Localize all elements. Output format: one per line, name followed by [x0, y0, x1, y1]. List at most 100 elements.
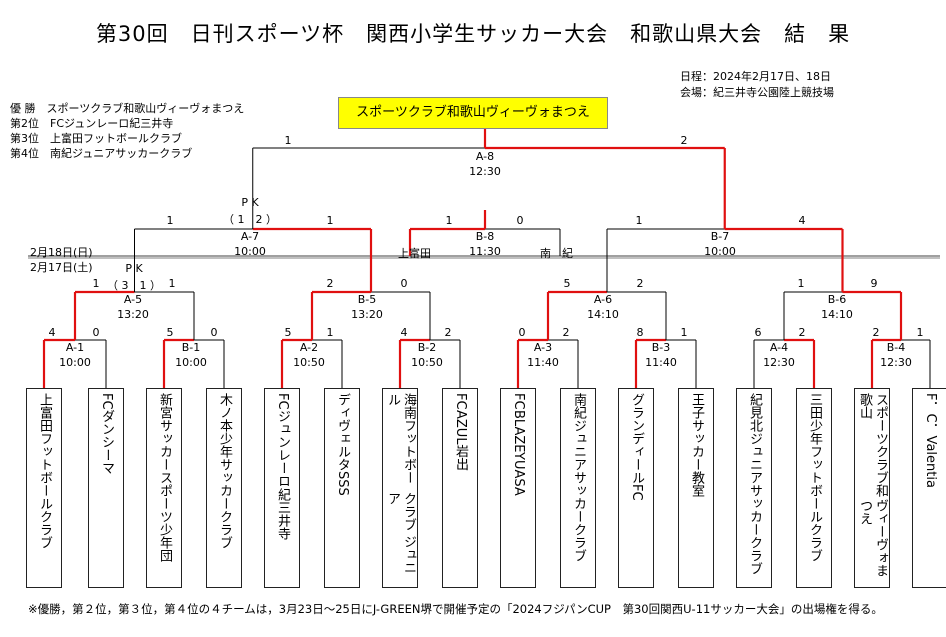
semi-a7-time: 10:00 [234, 245, 266, 258]
team-name: F．C．Valentia [923, 393, 938, 488]
ranking-1: 優 勝 スポーツクラブ和歌山ヴィーヴォまつえ [10, 102, 245, 115]
schedule-dates: 日程：2024年2月17日、18日 [680, 70, 831, 83]
team-box: F．C．Valentia [912, 388, 946, 588]
final-time: 12:30 [469, 165, 501, 178]
r1-b2-time: 10:50 [411, 356, 443, 369]
quarter-a5-score-right: 1 [168, 277, 176, 290]
quarter-a6-score-right: 2 [636, 277, 644, 290]
venue: 会場：紀三井寺公園陸上競技場 [680, 86, 834, 99]
quarter-b5-label: B-5 [357, 293, 377, 306]
team-name: 新宮サッカースポーツ少年団 [157, 393, 172, 562]
semi-b7-label: B-7 [710, 230, 730, 243]
r1-a3-score-right: 2 [562, 326, 570, 339]
team-name: 海南フットボールクラブ ジュニア [385, 393, 416, 575]
semi-a7-score-left: 1 [166, 214, 174, 227]
semi-a7-pk-score: （ 1 2 ） [223, 213, 277, 226]
r1-b4-label: B-4 [886, 341, 906, 354]
team-name: 南紀ジュニアサッカークラブ [571, 393, 586, 562]
team-box: 紀見北ジュニアサッカークラブ [736, 388, 772, 588]
date-day2: 2月18日(日) [30, 246, 93, 259]
team-name: 上富田フットボールクラブ [37, 393, 52, 549]
team-box: FCジュンレーロ紀三井寺 [264, 388, 300, 588]
third-label: B-8 [475, 230, 495, 243]
third-score-left: 1 [445, 214, 453, 227]
final-score-left: 1 [284, 134, 292, 147]
team-name: スポーツクラブ和歌山ヴィーヴォまつえ [857, 393, 888, 577]
r1-b1-score-right: 0 [210, 326, 218, 339]
semi-a7-label: A-7 [240, 230, 260, 243]
date-day1: 2月17日(土) [30, 261, 93, 274]
r1-b1-label: B-1 [181, 341, 201, 354]
team-box: 南紀ジュニアサッカークラブ [560, 388, 596, 588]
r1-b4-time: 12:30 [880, 356, 912, 369]
ranking-3: 第3位 上富田フットボールクラブ [10, 132, 182, 145]
r1-a2-score-right: 1 [326, 326, 334, 339]
r1-b2-score-left: 4 [400, 326, 408, 339]
semi-b7-score-right: 4 [798, 214, 806, 227]
r1-b3-label: B-3 [651, 341, 671, 354]
semi-b7-time: 10:00 [704, 245, 736, 258]
quarter-a5-time: 13:20 [117, 308, 149, 321]
team-name: ディヴェルタSSS [335, 393, 350, 496]
r1-a3-time: 11:40 [527, 356, 559, 369]
quarter-a5-pk-label: P K [125, 262, 143, 275]
team-box: 王子サッカー教室 [678, 388, 714, 588]
team-name: FCダンシーマ [99, 393, 114, 475]
team-box: グランディールFC [618, 388, 654, 588]
quarter-a6-label: A-6 [593, 293, 613, 306]
team-name: FCジュンレーロ紀三井寺 [275, 393, 290, 540]
team-box: ディヴェルタSSS [324, 388, 360, 588]
third-score-right: 0 [516, 214, 524, 227]
r1-a1-label: A-1 [65, 341, 85, 354]
quarter-b5-time: 13:20 [351, 308, 383, 321]
final-label: A-8 [475, 150, 495, 163]
r1-b4-score-left: 2 [872, 326, 880, 339]
team-name: 木ノ本少年サッカークラブ [217, 393, 232, 549]
r1-a4-label: A-4 [769, 341, 789, 354]
third-left-team: 上富田 [398, 247, 431, 260]
r1-b3-score-left: 8 [636, 326, 644, 339]
team-name: 紀見北ジュニアサッカークラブ [747, 393, 762, 575]
r1-a1-score-right: 0 [92, 326, 100, 339]
team-name: 王子サッカー教室 [689, 393, 704, 497]
champion-box: スポーツクラブ和歌山ヴィーヴォまつえ [338, 97, 608, 129]
r1-b4-score-right: 1 [916, 326, 924, 339]
ranking-4: 第4位 南紀ジュニアサッカークラブ [10, 147, 193, 160]
team-box: 新宮サッカースポーツ少年団 [146, 388, 182, 588]
quarter-a6-time: 14:10 [587, 308, 619, 321]
team-box: FCダンシーマ [88, 388, 124, 588]
r1-b3-time: 11:40 [645, 356, 677, 369]
quarter-b5-score-left: 2 [326, 277, 334, 290]
semi-a7-pk-label: P K [241, 196, 259, 209]
quarter-b5-score-right: 0 [400, 277, 408, 290]
footer-note: ※優勝，第２位，第３位，第４位の４チームは，3月23日～25日にJ-GREEN堺… [28, 602, 883, 616]
quarter-b6-time: 14:10 [821, 308, 853, 321]
r1-b1-score-left: 5 [166, 326, 174, 339]
quarter-b6-label: B-6 [827, 293, 847, 306]
r1-a4-score-left: 6 [754, 326, 762, 339]
semi-a7-score-right: 1 [326, 214, 334, 227]
r1-a1-time: 10:00 [59, 356, 91, 369]
team-box: スポーツクラブ和歌山ヴィーヴォまつえ [854, 388, 890, 588]
team-box: 木ノ本少年サッカークラブ [206, 388, 242, 588]
ranking-2: 第2位 FCジュンレーロ紀三井寺 [10, 117, 174, 130]
r1-b2-label: B-2 [417, 341, 437, 354]
team-box: 海南フットボールクラブ ジュニア [382, 388, 418, 588]
quarter-a5-score-left: 1 [92, 277, 100, 290]
third-right-team: 南 紀 [540, 247, 573, 260]
r1-a4-score-right: 2 [798, 326, 806, 339]
r1-a3-label: A-3 [533, 341, 553, 354]
r1-a2-time: 10:50 [293, 356, 325, 369]
quarter-a5-label: A-5 [123, 293, 143, 306]
r1-a3-score-left: 0 [518, 326, 526, 339]
team-name: グランディールFC [629, 393, 644, 501]
page-title: 第30回 日刊スポーツ杯 関西小学生サッカー大会 和歌山県大会 結 果 [95, 22, 851, 46]
r1-b1-time: 10:00 [175, 356, 207, 369]
quarter-b6-score-right: 9 [870, 277, 878, 290]
